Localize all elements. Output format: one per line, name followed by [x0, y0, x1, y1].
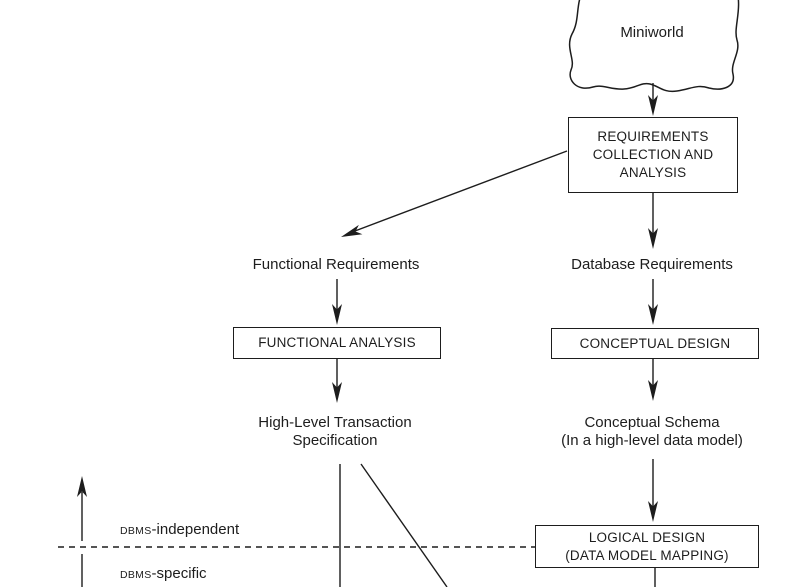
conceptual-schema-line1: Conceptual Schema	[584, 414, 720, 431]
functional-analysis-box-label: FUNCTIONAL ANALYSIS	[258, 335, 416, 350]
conceptual-schema-label: Conceptual Schema (In a high-level data …	[537, 414, 767, 450]
arrow-conceptual-design-to-schema	[648, 358, 658, 401]
line-transaction-spec-diagonal	[360, 463, 448, 587]
conceptual-design-box: CONCEPTUAL DESIGN	[551, 328, 759, 359]
miniworld-label: Miniworld	[620, 24, 684, 41]
high-level-transaction-line1: High-Level Transaction	[258, 414, 412, 431]
conceptual-design-box-label: CONCEPTUAL DESIGN	[579, 335, 731, 351]
dbms-independent-rest: -independent	[151, 521, 240, 538]
functional-analysis-box: FUNCTIONAL ANALYSIS	[233, 327, 441, 359]
high-level-transaction-line2: Specification	[292, 432, 378, 449]
conceptual-schema-line2: (In a high-level data model)	[561, 432, 743, 449]
arrow-functional-analysis-to-transaction-spec	[332, 359, 342, 403]
requirements-box-line1: REQUIREMENTS	[597, 129, 709, 144]
arrow-requirements-to-functional	[341, 150, 568, 237]
arrow-dbms-axis-up	[77, 476, 87, 587]
arrow-database-req-to-conceptual-design	[648, 279, 658, 325]
functional-requirements-label: Functional Requirements	[252, 256, 420, 273]
requirements-collection-analysis-box: REQUIREMENTS COLLECTION AND ANALYSIS	[568, 117, 738, 193]
miniworld-cloud	[568, 0, 740, 93]
arrow-requirements-to-database	[648, 192, 658, 249]
requirements-box-line2: COLLECTION AND	[592, 147, 714, 162]
dbms-specific-label: DBMS-specific	[120, 566, 207, 583]
requirements-box-line3: ANALYSIS	[619, 165, 687, 180]
arrow-miniworld-to-requirements	[648, 83, 658, 116]
dbms-independent-label: DBMS-independent	[120, 522, 239, 539]
dbms-specific-rest: -specific	[151, 565, 207, 582]
arrow-functional-req-to-functional-analysis	[332, 279, 342, 325]
dbms-specific-acronym: DBMS	[120, 569, 152, 581]
logical-design-box: LOGICAL DESIGN (DATA MODEL MAPPING)	[535, 525, 759, 568]
high-level-transaction-spec-label: High-Level Transaction Specification	[225, 414, 445, 450]
arrow-conceptual-schema-to-logical-design	[648, 459, 658, 522]
logical-design-box-line1: LOGICAL DESIGN	[588, 529, 706, 545]
logical-design-box-line2: (DATA MODEL MAPPING)	[565, 547, 729, 563]
database-requirements-label: Database Requirements	[571, 256, 733, 273]
dbms-independent-acronym: DBMS	[120, 525, 152, 537]
